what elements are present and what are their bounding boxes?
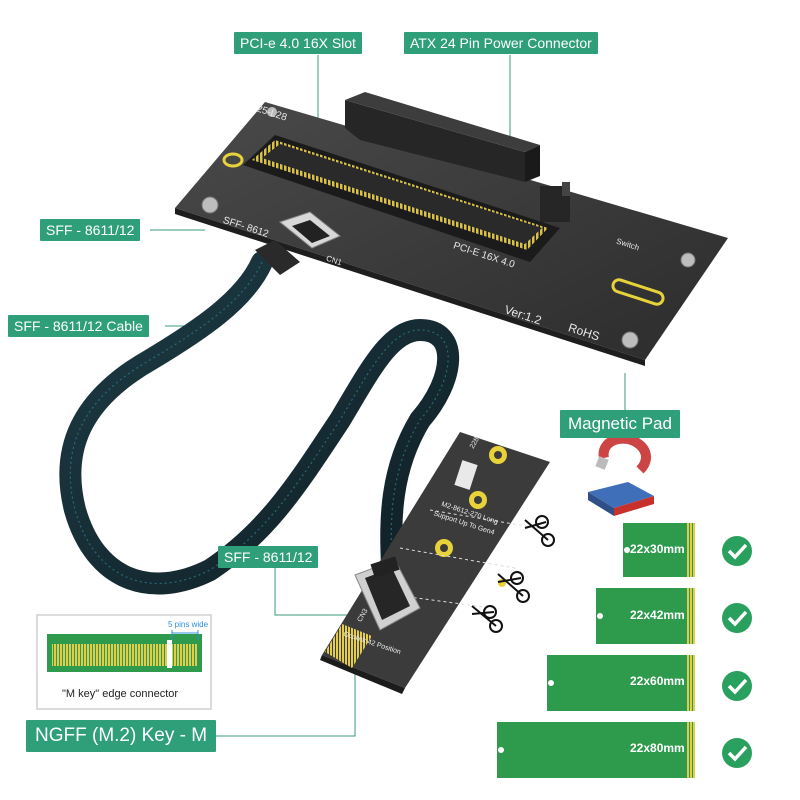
callout-sff-top: SFF - 8611/12 — [40, 219, 141, 241]
ssd-sizes — [497, 523, 695, 778]
atx-power-connector — [345, 92, 540, 182]
callout-atx-power: ATX 24 Pin Power Connector — [404, 32, 598, 54]
ssd-30 — [623, 523, 695, 577]
callout-magnetic-pad: Magnetic Pad — [560, 410, 680, 438]
pcie-slot — [243, 135, 560, 262]
pins-note: 5 pins wide — [168, 620, 209, 629]
riser-sff-connector — [278, 211, 341, 249]
ssd-label-42: 22x42mm — [630, 608, 685, 622]
ssd-label-30: 22x30mm — [630, 542, 685, 556]
ssd-42 — [596, 588, 695, 644]
check-icon — [722, 671, 752, 701]
check-icons — [722, 536, 752, 768]
m2-sff-connector — [354, 556, 421, 631]
check-icon — [722, 603, 752, 633]
callout-sff-bottom: SFF - 8611/12 — [218, 546, 319, 568]
check-icon — [722, 738, 752, 768]
callout-pcie-slot: PCI-e 4.0 16X Slot — [234, 32, 362, 54]
callout-ngff: NGFF (M.2) Key - M — [26, 720, 217, 752]
sff-cable — [59, 240, 460, 595]
ssd-label-60: 22x60mm — [630, 674, 685, 688]
power-switch — [540, 182, 570, 222]
m2-adapter-card — [320, 432, 550, 694]
magnet-icon — [588, 433, 654, 516]
ssd-label-80: 22x80mm — [630, 741, 685, 755]
ssd-60 — [547, 655, 695, 711]
m-key-inset — [36, 614, 212, 710]
m-key-caption: "M key" edge connector — [62, 688, 179, 700]
callout-sff-cable: SFF - 8611/12 Cable — [8, 315, 149, 337]
check-icon — [722, 536, 752, 566]
scissors-icon — [471, 515, 555, 633]
ssd-80 — [497, 722, 695, 778]
